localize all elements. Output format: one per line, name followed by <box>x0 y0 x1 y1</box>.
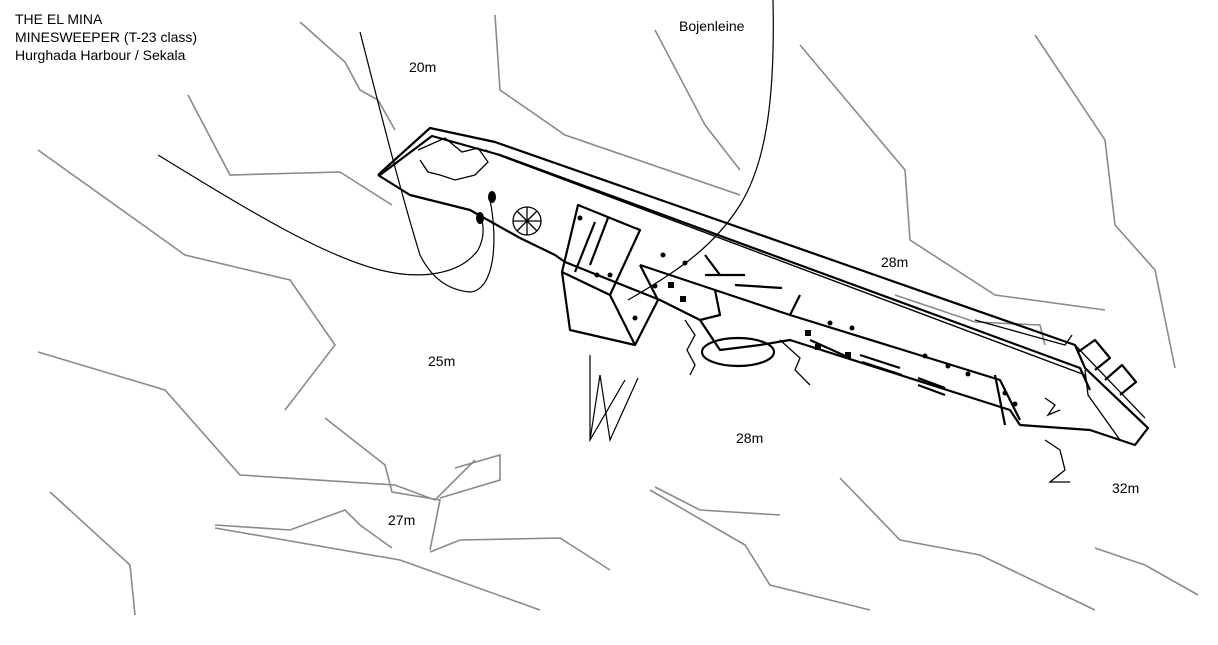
stern-fitting <box>1077 338 1112 371</box>
contour-line <box>37 351 476 501</box>
contour-line <box>214 527 541 611</box>
stern-fitting <box>1104 363 1138 396</box>
deck-line <box>1084 369 1121 441</box>
wreck-type: MINESWEEPER (T-23 class) <box>15 29 198 45</box>
superstructure <box>993 374 1007 426</box>
contour-line <box>654 486 781 516</box>
contour-line <box>429 537 611 571</box>
deckhouse <box>560 203 642 297</box>
deck-edge <box>379 134 1092 391</box>
stern-rail <box>974 319 1073 346</box>
contour-line <box>299 21 396 131</box>
contour-line <box>1034 34 1176 369</box>
deckhouse-edge <box>609 294 636 346</box>
debris <box>1044 439 1070 483</box>
contour-line <box>654 29 741 171</box>
contour-line <box>37 149 336 411</box>
contour-line <box>494 14 741 196</box>
depth-label-28m-east: 28m <box>881 254 909 270</box>
debris <box>1044 397 1061 417</box>
contour-line <box>894 294 1046 346</box>
contour-line <box>214 509 393 549</box>
contour-line <box>49 491 136 616</box>
contour-line <box>839 477 1096 611</box>
deck-fittings <box>577 215 1018 407</box>
contour-line <box>1094 547 1199 596</box>
contour-line <box>439 453 501 499</box>
superstructure <box>789 313 1021 421</box>
debris <box>779 339 811 386</box>
depth-label-28m-south: 28m <box>736 430 764 446</box>
depth-label-32m: 32m <box>1112 480 1140 496</box>
funnel <box>700 336 776 368</box>
buoy-line-bojenleine <box>627 0 774 301</box>
depth-label-20m: 20m <box>409 59 437 75</box>
deck-line <box>484 149 1086 376</box>
mooring-lines <box>157 0 774 443</box>
contour-line <box>649 489 871 611</box>
contour-line <box>187 94 393 206</box>
debris <box>684 319 696 376</box>
deck-line <box>1074 344 1146 419</box>
buoy-line-west <box>359 31 495 293</box>
superstructure <box>639 263 722 322</box>
map-title-block: THE EL MINA MINESWEEPER (T-23 class) Hur… <box>15 10 197 64</box>
depth-label-25m: 25m <box>428 353 456 369</box>
bow-debris <box>417 137 489 181</box>
depth-label-27m: 27m <box>388 512 416 528</box>
anchor-line <box>157 154 484 276</box>
contour-line <box>324 417 441 551</box>
hull-outline <box>377 126 1150 447</box>
superstructure <box>714 288 801 317</box>
contour-line <box>799 44 1106 311</box>
debris-mast <box>589 374 601 441</box>
wreck-el-mina <box>377 126 1150 483</box>
buoy-icon <box>488 191 496 203</box>
seabed-contours <box>37 14 1199 616</box>
debris-mast <box>599 374 639 443</box>
wreck-name: THE EL MINA <box>15 11 103 27</box>
site-location: Hurghada Harbour / Sekala <box>15 47 186 63</box>
buoy-line-label: Bojenleine <box>679 18 745 34</box>
